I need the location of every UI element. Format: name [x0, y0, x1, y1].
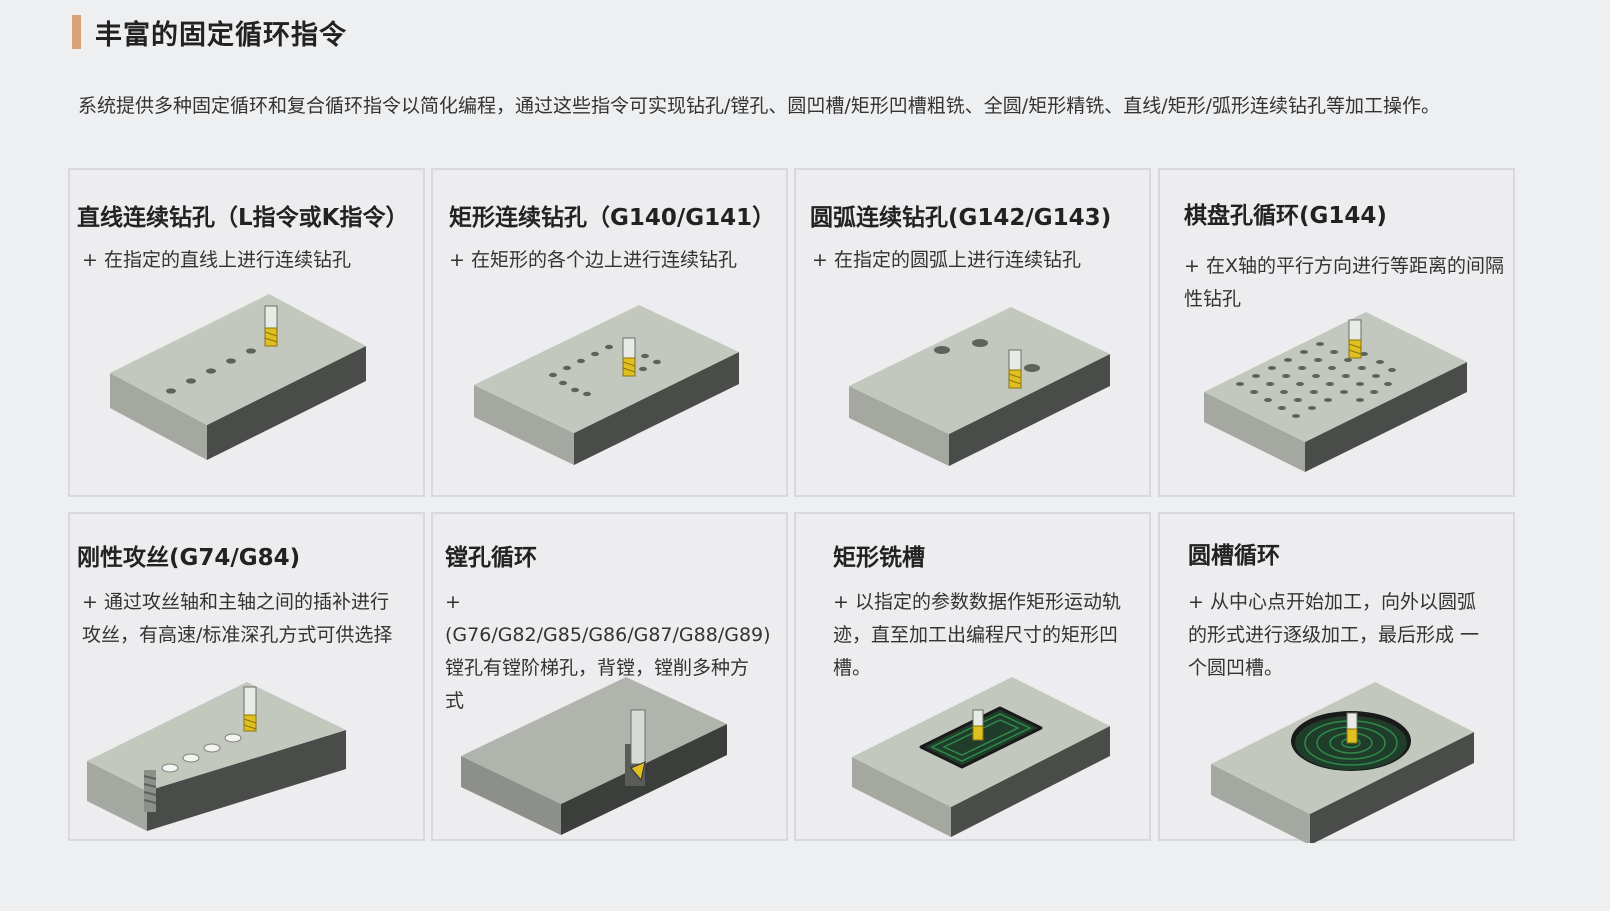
card-rigid-tapping[interactable]: 刚性攻丝(G74/G84) + 通过攻丝轴和主轴之间的插补进行攻丝，有高速/标准…: [68, 512, 425, 841]
card-rect-pocket[interactable]: 矩形铣槽 + 以指定的参数数据作矩形运动轨迹，直至加工出编程尺寸的矩形凹槽。: [794, 512, 1151, 841]
card-circle-pocket[interactable]: 圆槽循环 + 从中心点开始加工，向外以圆弧的形式进行逐级加工，最后形成 一个圆凹…: [1158, 512, 1515, 843]
card-description: + 通过攻丝轴和主轴之间的插补进行攻丝，有高速/标准深孔方式可供选择: [82, 591, 393, 646]
card-description: + 从中心点开始加工，向外以圆弧的形式进行逐级加工，最后形成 一个圆凹槽。: [1188, 591, 1480, 679]
card-description: + 在指定的圆弧上进行连续钻孔: [812, 249, 1081, 271]
card-description: + 在矩形的各个边上进行连续钻孔: [449, 249, 737, 271]
grid-drilling-illustration: [1204, 312, 1467, 472]
grid-holes: [1236, 342, 1396, 418]
card-title: 圆弧连续钻孔(G142/G143): [810, 205, 1112, 231]
section-title: 丰富的固定循环指令: [95, 19, 347, 51]
card-description: + 以指定的参数数据作矩形运动轨迹，直至加工出编程尺寸的矩形凹槽。: [833, 591, 1121, 679]
card-description: + 在指定的直线上进行连续钻孔: [82, 249, 351, 271]
arc-drilling-illustration: [849, 307, 1110, 466]
card-title: 圆槽循环: [1188, 543, 1280, 569]
card-line-drilling[interactable]: 直线连续钻孔（L指令或K指令） + 在指定的直线上进行连续钻孔: [68, 168, 425, 497]
card-title: 矩形连续钻孔（G140/G141）: [449, 205, 776, 231]
rigid-tapping-illustration: [87, 682, 346, 831]
section-header: 丰富的固定循环指令: [72, 14, 347, 51]
card-rect-drilling[interactable]: 矩形连续钻孔（G140/G141） + 在矩形的各个边上进行连续钻孔: [431, 168, 788, 497]
card-boring[interactable]: 镗孔循环 + (G76/G82/G85/G86/G87/G88/G89) 镗孔有…: [431, 512, 788, 841]
card-title: 矩形铣槽: [833, 545, 925, 571]
card-title: 刚性攻丝(G74/G84): [77, 545, 301, 571]
card-title: 棋盘孔循环(G144): [1184, 203, 1387, 229]
card-description: + 在X轴的平行方向进行等距离的间隔性钻孔: [1184, 255, 1504, 310]
card-grid-drilling[interactable]: 棋盘孔循环(G144) + 在X轴的平行方向进行等距离的间隔性钻孔: [1158, 168, 1515, 497]
circle-pocket-illustration: [1211, 682, 1474, 843]
boring-illustration: [461, 677, 727, 835]
intro-paragraph: 系统提供多种固定循环和复合循环指令以简化编程，通过这些指令可实现钻孔/镗孔、圆凹…: [78, 95, 1441, 117]
line-drilling-illustration: [110, 294, 366, 460]
card-title: 直线连续钻孔（L指令或K指令）: [77, 205, 409, 231]
card-arc-drilling[interactable]: 圆弧连续钻孔(G142/G143) + 在指定的圆弧上进行连续钻孔: [794, 168, 1151, 497]
rect-pocket-illustration: [852, 677, 1110, 837]
rect-drilling-illustration: [474, 305, 739, 465]
section-accent-bar: [72, 15, 81, 49]
card-description: + (G76/G82/G85/G86/G87/G88/G89) 镗孔有镗阶梯孔，…: [445, 591, 771, 712]
card-title: 镗孔循环: [445, 545, 537, 571]
